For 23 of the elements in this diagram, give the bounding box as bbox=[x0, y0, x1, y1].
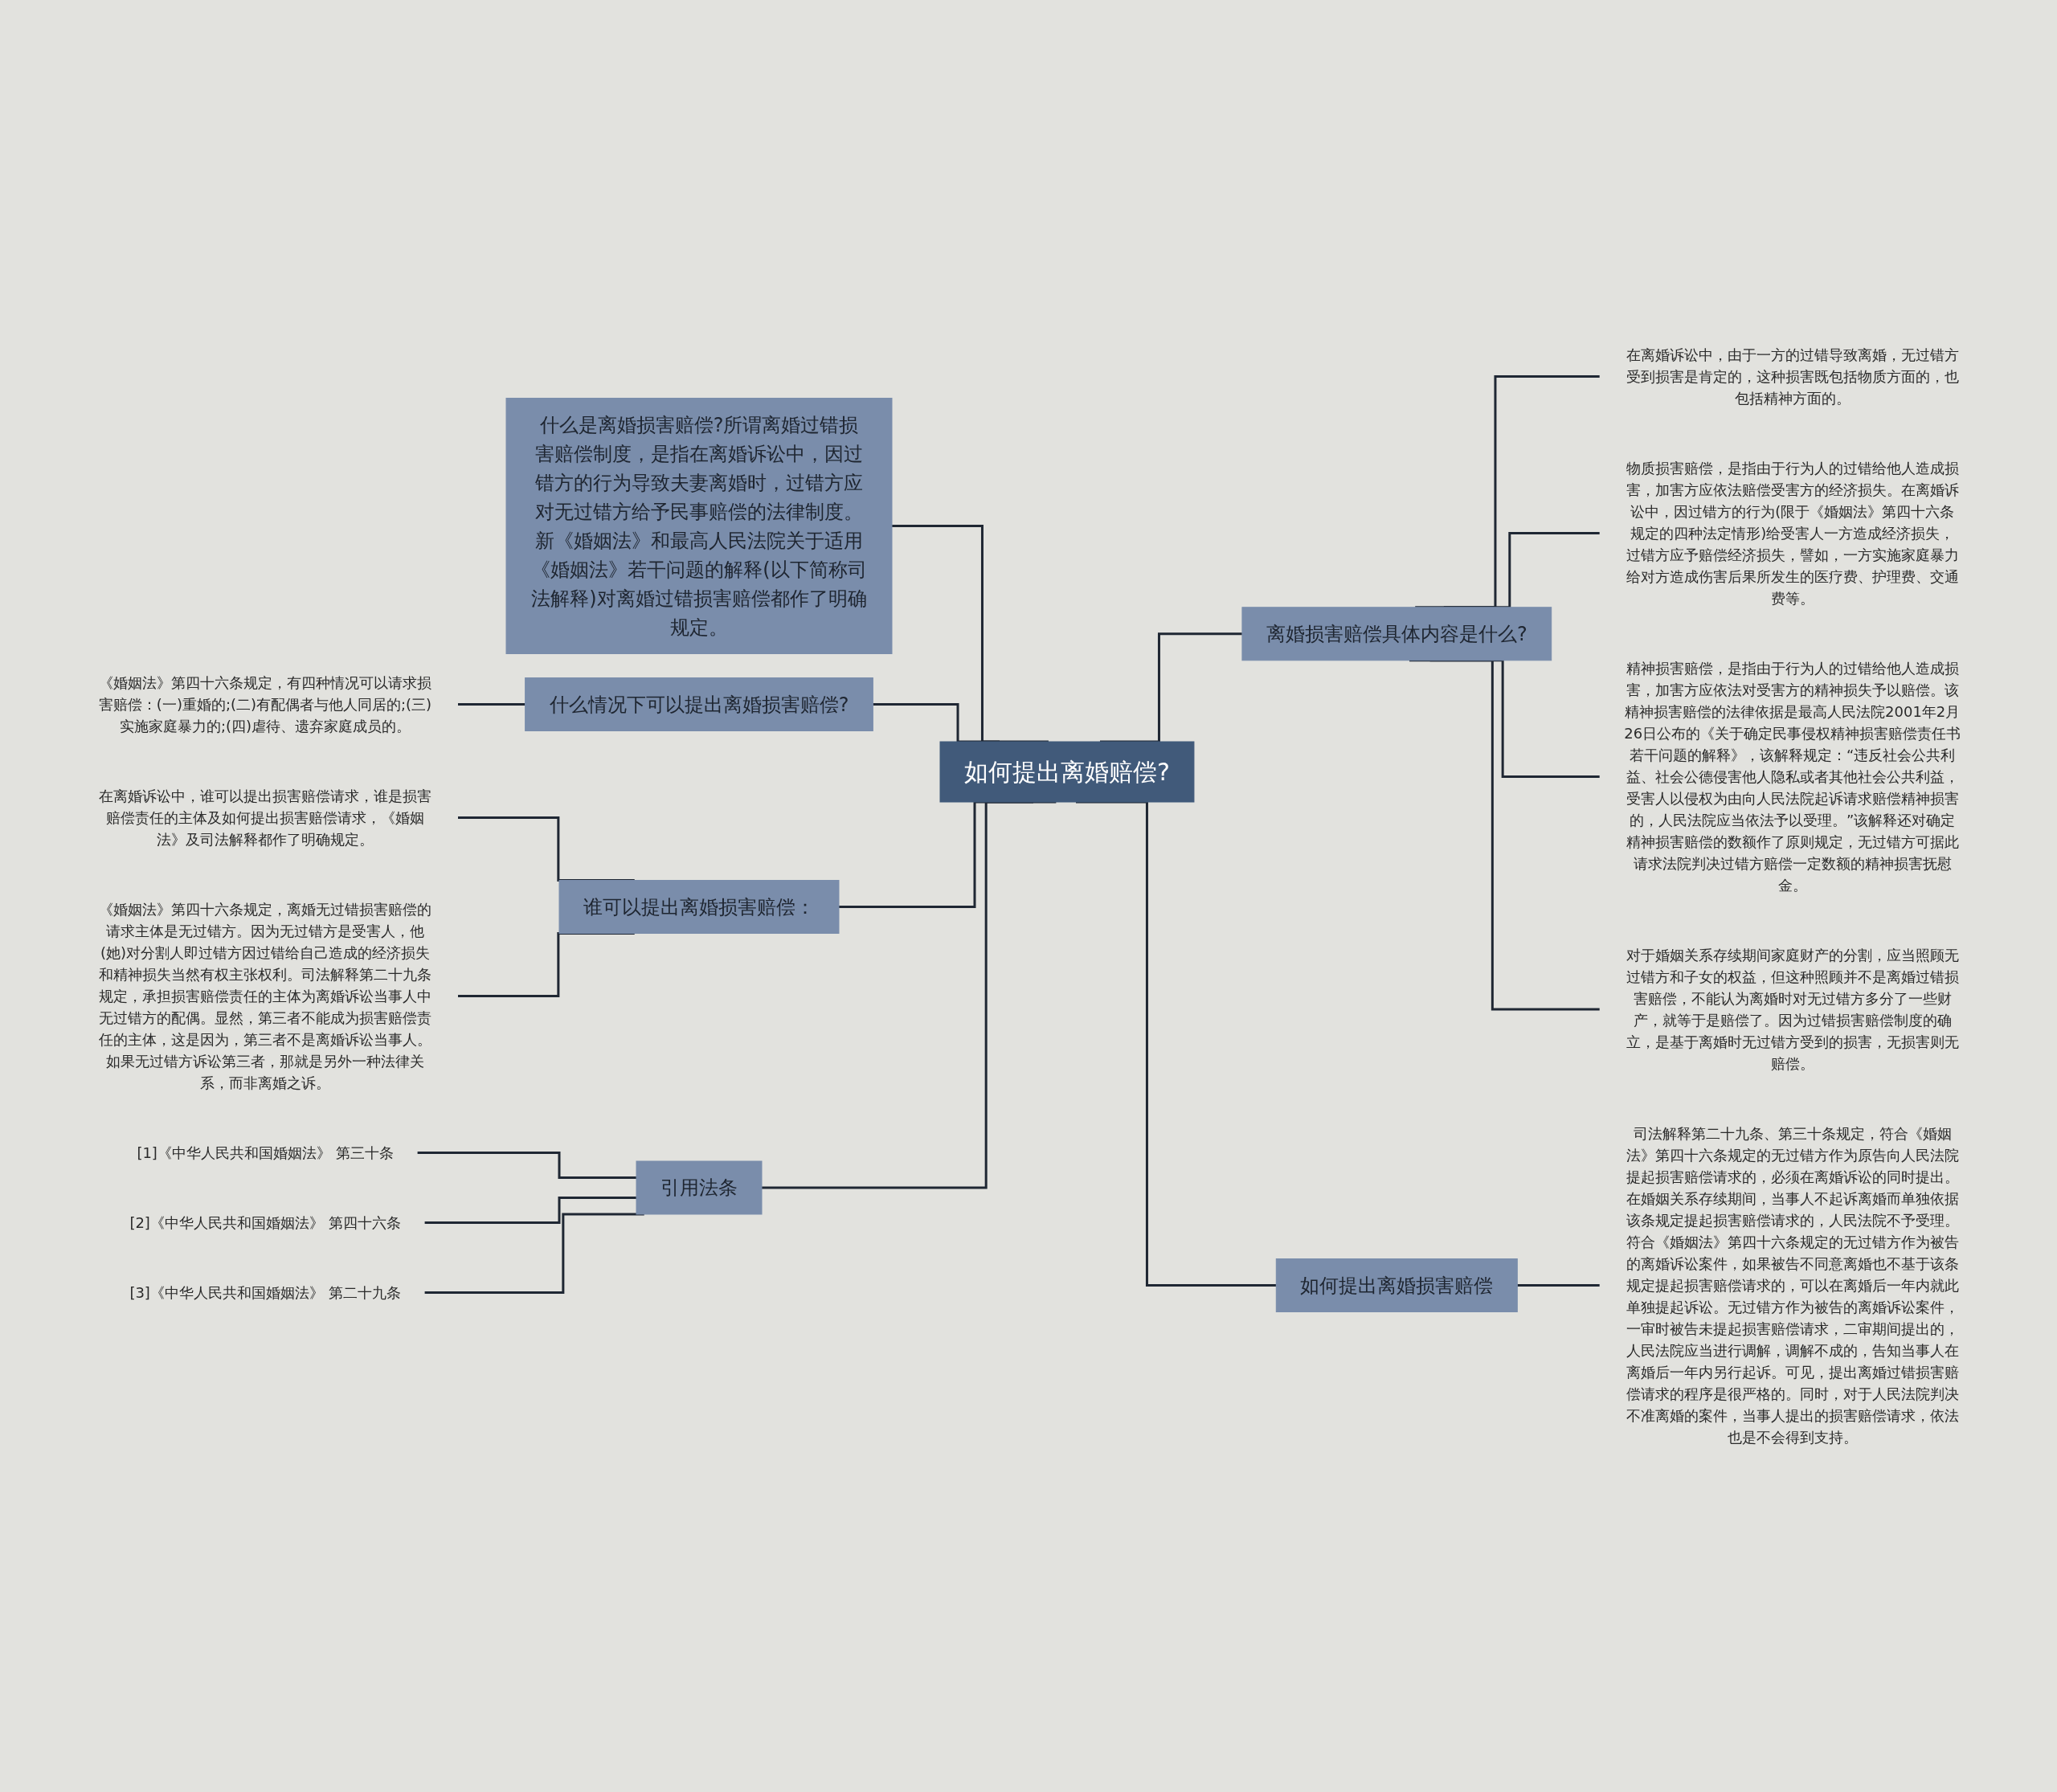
node-box bbox=[558, 880, 840, 934]
node-text: 在离婚诉讼中，谁可以提出损害赔偿请求，谁是损害赔偿责任的主体及如何提出损害赔偿请求，《婚姻法》及司法解释都作了明确规定。 bbox=[98, 788, 431, 848]
node-text: 《婚姻法》第四十六条规定，有四种情况可以请求损害赔偿：(一)重婚的;(二)有配偶者与他人同居的;(三)实施家庭暴力的;(四)虐待、遗弃家庭成员的。 bbox=[98, 674, 431, 734]
node-box bbox=[939, 741, 1195, 803]
node-text: 司法解释第二十九条、第三十条规定，符合《婚姻法》第四十六条规定的无过错方作为原告向人民法院提起损害赔偿请求的，必须在离婚诉讼的同时提出。在婚姻关系存续期间，当事人不起诉离婚而单独依据该条规定提起损害赔偿请求的，人民法院不予受理。符合《婚姻法》第四十六条规定的无过错方作为被告的离婚诉讼案件，如果被告不同意离婚也不基于该条规定提起损害赔偿请求的，可以在离婚后一年内就此单独提起诉讼。无过错方作为被告的离婚诉讼案件，一审时被告未提起损害赔偿请求，二审期间提出的，人民法院应当进行调解，调解不成的，告知当事人在离婚后一年内另行起诉。可见，提出离婚过错损害赔偿请求的程序是很严格的。同时，对于人民法院判决不准离婚的案件，当事人提出的损害赔偿请求，依法也是不会得到支持。 bbox=[1626, 1125, 1959, 1446]
node-text: [2]《中华人民共和国婚姻法》 第四十六条 bbox=[129, 1214, 401, 1231]
connector bbox=[1409, 659, 1600, 1011]
node-text: 《婚姻法》第四十六条规定，离婚无过错损害赔偿的请求主体是无过错方。因为无过错方是受害人，他(她)对分割人即过错方因过错给自己造成的经济损失和精神损失当然有权主张权利。司法解释第二十九条规定，承担损害赔偿责任的主体为离婚诉讼当事人中无过错方的配偶。显然，第三者不能成为损害赔偿责任的主体，这是因为，第三者不是离婚诉讼当事人。如果无过错方诉讼第三者，那就是另外一种法律关系，而非离婚之诉。 bbox=[98, 901, 431, 1091]
node-text: 物质损害赔偿，是指由于行为人的过错给他人造成损害，加害方应依法赔偿受害方的经济损失。在离婚诉讼中，因过错方的行为(限于《婚姻法》第四十六条规定的四种法定情形)给受害人一方造成经济损失，过错方应予赔偿经济损失，譬如，一方实施家庭暴力给对方造成伤害后果所发生的医疗费、护理费、交通费等。 bbox=[1626, 460, 1959, 607]
node-box bbox=[1241, 607, 1552, 661]
connector bbox=[457, 703, 525, 706]
node-text: 在离婚诉讼中，由于一方的过错导致离婚，无过错方受到损害是肯定的，这种损害既包括物质方面的，也包括精神方面的。 bbox=[1626, 346, 1959, 407]
node-box bbox=[1275, 1258, 1518, 1312]
node-box bbox=[505, 398, 893, 654]
node-box bbox=[524, 677, 873, 731]
node-text: [3]《中华人民共和国婚姻法》 第二十九条 bbox=[129, 1284, 401, 1301]
node-text: 精神损害赔偿，是指由于行为人的过错给他人造成损害，加害方应依法对受害方的精神损失予以赔偿。该精神损害赔偿的法律依据是最高人民法院2001年2月26日公布的《关于确定民事侵权精神损害赔偿责任书若干问题的解释》，该解释规定：“违反社会公共利益、社会公德侵害他人隐私或者其他社会公共利益，受害人以侵权为由向人民法院起诉请求赔偿精神损害的，人民法院应当依法予以受理。”该解释还对确定精神损害赔偿的数额作了原则规定，无过错方可据此请求法院判决过错方赔偿一定数额的精神损害抚慰金。 bbox=[1623, 660, 1961, 894]
node-box bbox=[636, 1160, 763, 1215]
connector bbox=[424, 1197, 636, 1224]
node-text: 对于婚姻关系存续期间家庭财产的分割，应当照顾无过错方和子女的权益，但这种照顾并不是离婚过错损害赔偿，不能认为离婚时对无过错方多分了一些财产，就等于是赔偿了。因为过错损害赔偿制度的确立，是基于离婚时无过错方受到的损害，无损害则无赔偿。 bbox=[1626, 947, 1959, 1072]
connector bbox=[417, 1152, 636, 1179]
connector bbox=[1516, 1284, 1600, 1287]
node-text: [1]《中华人民共和国婚姻法》 第三十条 bbox=[137, 1144, 394, 1161]
